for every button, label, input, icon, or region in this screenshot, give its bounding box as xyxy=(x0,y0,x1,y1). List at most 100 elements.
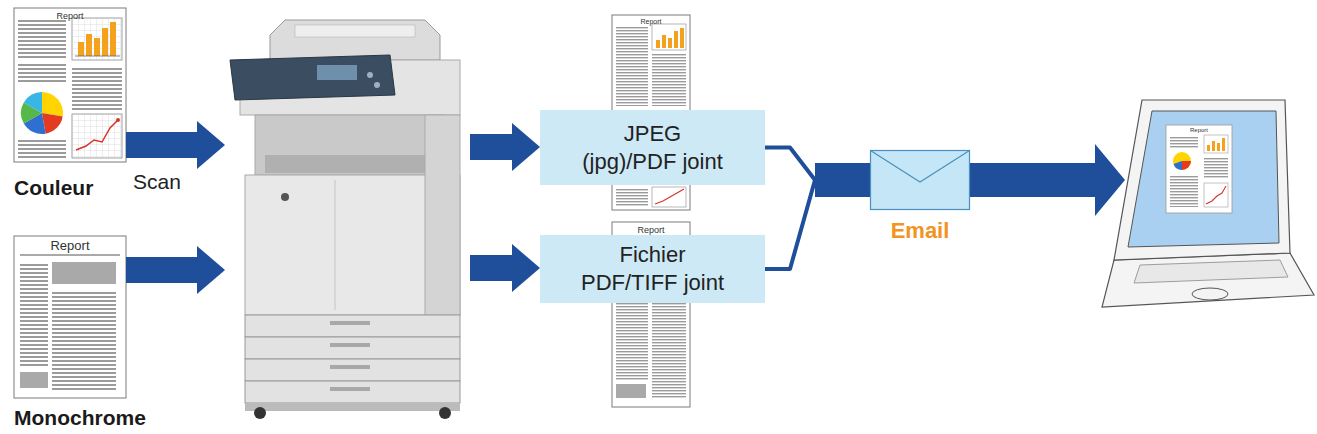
chart-bar xyxy=(110,22,116,56)
chart-bar xyxy=(1217,143,1220,151)
drawer-handle xyxy=(330,321,370,325)
feeder-tray xyxy=(295,25,415,37)
chart-grid xyxy=(72,114,122,158)
attachment-box: JPEG (jpg)/PDF joint xyxy=(540,110,765,185)
output-recess xyxy=(255,115,445,175)
line-chart-frame xyxy=(72,114,122,158)
text-block xyxy=(18,64,66,84)
document-title: Report xyxy=(612,18,690,26)
flow-arrow xyxy=(126,121,225,169)
pie-slice xyxy=(1174,161,1183,170)
chart-bar xyxy=(1222,138,1225,151)
panel-button xyxy=(374,82,380,88)
side-panel xyxy=(425,115,460,315)
title-rule xyxy=(20,255,120,256)
text-block xyxy=(52,290,116,390)
arrow-branch xyxy=(765,180,815,269)
screen-document xyxy=(1166,125,1232,213)
bar-chart-frame xyxy=(1204,135,1228,153)
chart-axis xyxy=(75,56,120,57)
panel-display xyxy=(317,65,357,80)
document-title: Report xyxy=(14,11,126,21)
chart-bar xyxy=(94,38,100,56)
paper-drawer xyxy=(245,381,460,403)
chart-bar xyxy=(86,34,92,56)
line-chart-frame xyxy=(1204,183,1228,207)
arrow-branch xyxy=(765,148,815,181)
keyboard xyxy=(1134,260,1288,283)
attachment-label: Fichier PDF/TIFF joint xyxy=(578,241,728,297)
arrow-shaft xyxy=(126,257,197,283)
arrow-shaft xyxy=(126,132,197,158)
document-title: Report xyxy=(14,239,126,254)
chart-bar xyxy=(662,35,666,48)
pie-slice xyxy=(42,113,63,134)
text-block xyxy=(72,66,122,110)
screen-title: Report xyxy=(1166,127,1232,134)
paper-drawer xyxy=(245,359,460,381)
image-block xyxy=(616,384,646,398)
text-block xyxy=(652,54,686,106)
flow-arrow xyxy=(126,246,225,294)
chart-bar xyxy=(668,38,672,48)
text-block xyxy=(1204,157,1228,179)
panel-button xyxy=(367,72,373,78)
copier-base xyxy=(245,403,460,411)
chart-point xyxy=(116,118,120,122)
pie-chart xyxy=(1173,152,1191,170)
bar-chart-frame xyxy=(652,24,686,50)
text-block xyxy=(616,189,648,206)
drawer-handle xyxy=(330,343,370,347)
arrow-head xyxy=(1095,144,1125,216)
pie-slice xyxy=(24,92,42,113)
document-page xyxy=(14,236,126,398)
arrow-head xyxy=(512,123,540,171)
email-label: Email xyxy=(870,218,970,243)
flow-arrow xyxy=(470,244,540,292)
color-document-art xyxy=(14,8,126,162)
laptop-lid xyxy=(1114,100,1290,260)
chart-grid xyxy=(72,18,122,60)
text-block xyxy=(616,26,648,106)
document-feeder xyxy=(270,20,440,60)
flow-arrow xyxy=(765,180,870,269)
laptop-computer: Report xyxy=(1125,95,1315,310)
touchpad xyxy=(1192,288,1228,300)
document-caption: Monochrome xyxy=(14,406,146,430)
image-block xyxy=(20,372,48,388)
text-block xyxy=(20,262,48,366)
text-block xyxy=(18,140,66,158)
arrow-head xyxy=(512,244,540,292)
document-page xyxy=(14,8,126,162)
arrow-head xyxy=(197,246,225,294)
envelope-body xyxy=(871,151,970,210)
chart-bar xyxy=(674,31,678,48)
text-block xyxy=(18,20,66,60)
chart-line xyxy=(655,189,684,204)
output-tray xyxy=(265,155,435,173)
arrow-shaft xyxy=(470,255,512,281)
laptop-art xyxy=(1102,100,1314,307)
drawer-handle xyxy=(330,365,370,369)
monochrome-document: ReportMonochrome xyxy=(14,236,126,398)
line-chart-frame xyxy=(652,187,686,207)
attachment-box: Fichier PDF/TIFF joint xyxy=(540,235,765,303)
control-panel xyxy=(230,55,395,100)
document-caption: Couleur xyxy=(14,176,93,200)
chart-bar xyxy=(102,28,108,56)
drawer-handle xyxy=(330,387,370,391)
chart-line xyxy=(76,120,118,150)
flow-arrow xyxy=(970,144,1125,216)
bar-chart-frame xyxy=(72,18,122,60)
flow-arrow xyxy=(470,123,540,171)
flow-arrow xyxy=(765,148,870,181)
chart-bar xyxy=(1212,141,1215,151)
brand-logo xyxy=(281,193,289,201)
pie-slice xyxy=(42,92,63,117)
pie-slice xyxy=(1182,161,1191,170)
arrow-shaft xyxy=(815,163,870,197)
document-title: Report xyxy=(612,225,690,235)
caster-wheel xyxy=(439,407,451,419)
color-document: ReportCouleur xyxy=(14,8,126,162)
